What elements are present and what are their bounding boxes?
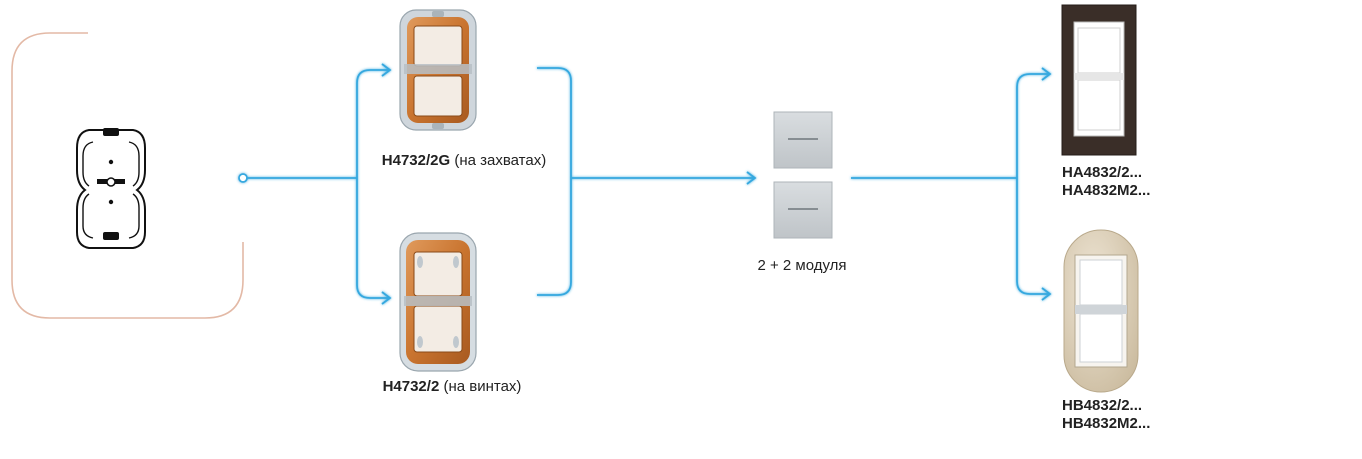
frame-screws-code: H4732/2 — [383, 378, 440, 395]
module-bottom — [774, 182, 832, 238]
cover-plate-rectangular-codes: HA4832/2... HA4832M2... — [1062, 164, 1150, 200]
cover-plate-oval-codes: HB4832/2... HB4832M2... — [1062, 397, 1150, 433]
frame-screws-note: (на винтах) — [443, 378, 521, 395]
frame-screws-label: H4732/2 (на винтах) — [383, 378, 522, 396]
cover-plate-oval-image — [1064, 230, 1138, 392]
frame-claws-label: H4732/2G (на захватах) — [382, 152, 546, 170]
frame-claws-note: (на захватах) — [454, 152, 546, 169]
frame-claws-code: H4732/2G — [382, 152, 450, 169]
frame-screws-image — [400, 233, 476, 371]
wall-box-icon — [77, 128, 145, 248]
frame-claws-image — [400, 10, 476, 130]
cover-plate-rectangular-image — [1062, 5, 1136, 155]
module-top — [774, 112, 832, 168]
cover-plate-code: HA4832/2... — [1062, 164, 1150, 182]
cover-plate-code: HB4832M2... — [1062, 415, 1150, 433]
connector-lines — [239, 64, 1050, 304]
cover-plate-code: HB4832/2... — [1062, 397, 1150, 415]
cover-plate-code: HA4832M2... — [1062, 182, 1150, 200]
modules-label: 2 + 2 модуля — [757, 257, 846, 275]
